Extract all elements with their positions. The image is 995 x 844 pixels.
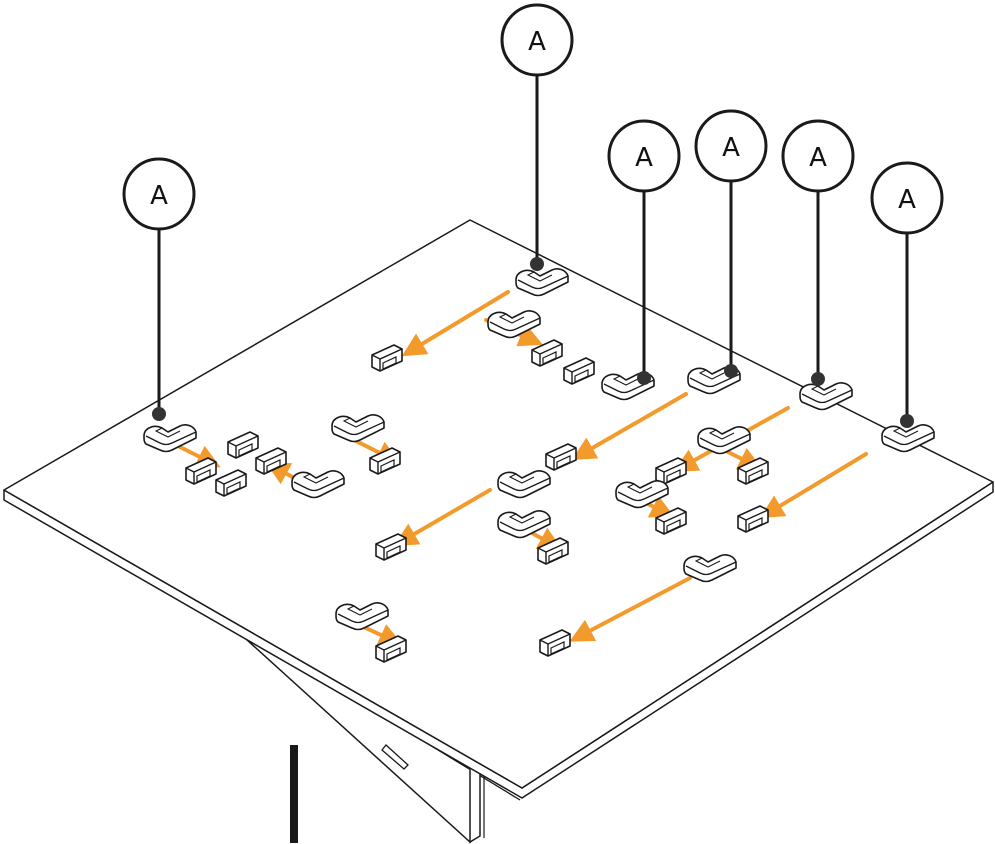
callout-6: A bbox=[870, 161, 944, 428]
callout-circle-icon bbox=[781, 119, 855, 193]
callout-2: A bbox=[500, 3, 574, 271]
callout-label: A bbox=[635, 143, 653, 173]
callout-3: A bbox=[607, 119, 681, 385]
callout-1: A bbox=[122, 157, 196, 421]
callout-label: A bbox=[722, 133, 740, 163]
vertical-post bbox=[290, 745, 298, 843]
callout-label: A bbox=[809, 143, 827, 173]
callout-label: A bbox=[528, 27, 546, 57]
slide-arrow-icon bbox=[571, 392, 688, 460]
tabletop-board bbox=[3, 219, 994, 799]
slide-arrow-icon bbox=[393, 488, 492, 547]
slide-arrow-icon bbox=[401, 290, 510, 357]
slide-arrow-icon bbox=[759, 452, 868, 519]
callout-4: A bbox=[694, 109, 768, 378]
slide-arrow-icon bbox=[569, 576, 692, 642]
callout-5: A bbox=[781, 119, 855, 386]
callouts: A A A A A A bbox=[122, 3, 944, 428]
callout-circle-icon bbox=[694, 109, 768, 183]
callout-label: A bbox=[150, 181, 168, 211]
callout-circle-icon bbox=[870, 161, 944, 235]
handle-slot-icon bbox=[381, 744, 409, 770]
callout-circle-icon bbox=[122, 157, 196, 231]
callout-circle-icon bbox=[500, 3, 574, 77]
callout-label: A bbox=[898, 185, 916, 215]
callout-circle-icon bbox=[607, 119, 681, 193]
